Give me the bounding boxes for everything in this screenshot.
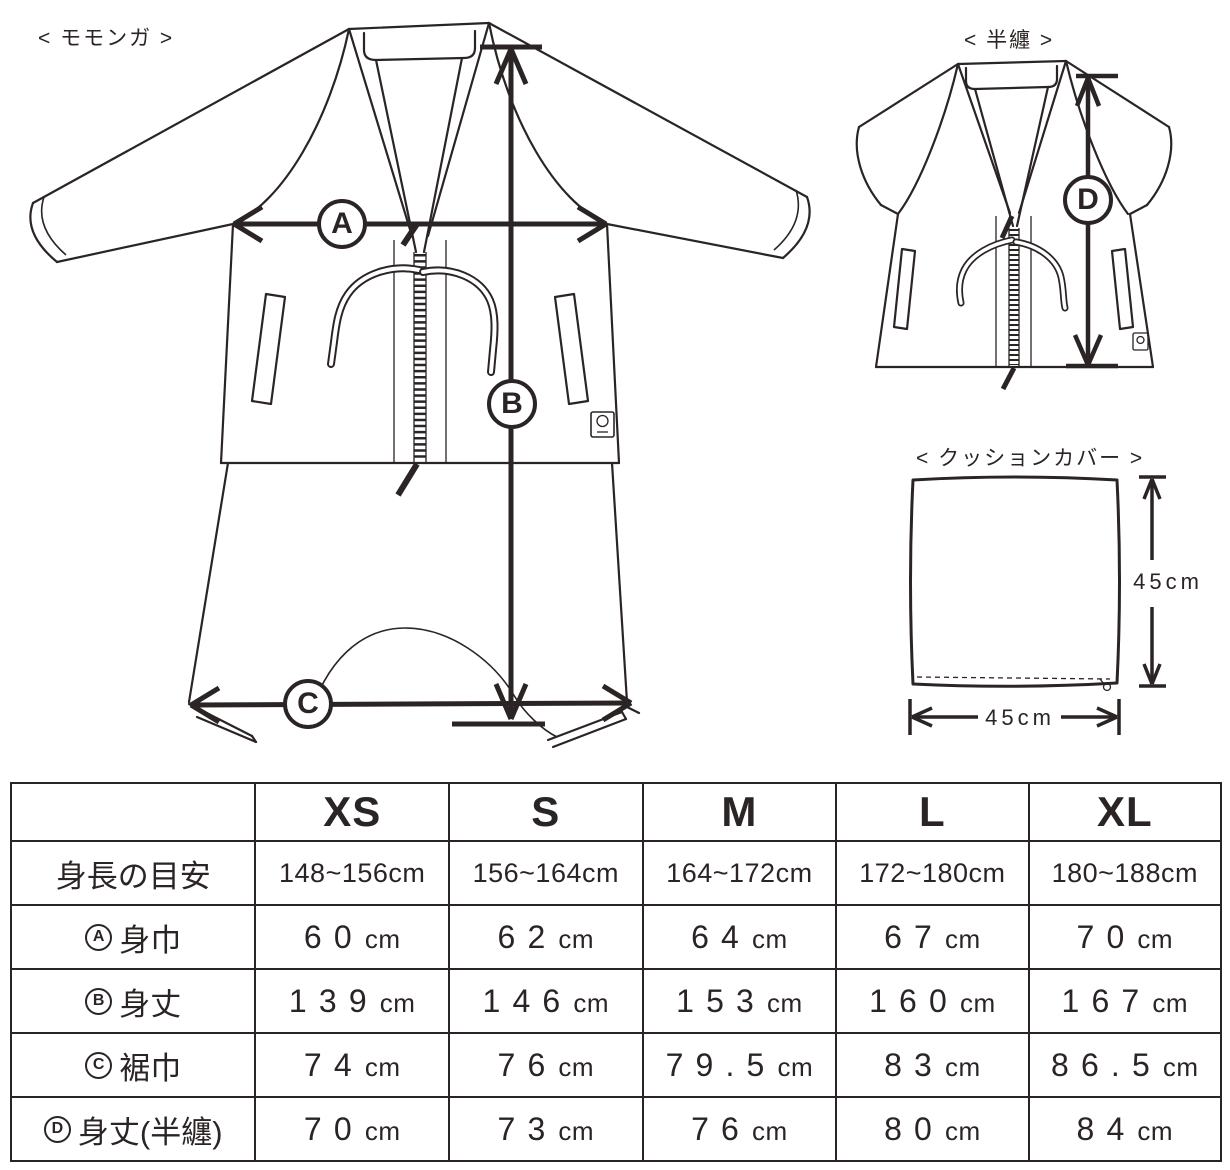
row-label-body-length: B 身丈 (9, 968, 257, 1034)
body-width-s: 62cm (448, 904, 644, 970)
body-length-m: 153cm (641, 968, 838, 1034)
cushion-height-arrow (1139, 475, 1166, 688)
column-header-s: S (448, 782, 644, 842)
body-length-l: 160cm (835, 968, 1030, 1034)
hanten-length-xs: 70cm (254, 1096, 450, 1162)
body-width-m: 64cm (641, 904, 838, 970)
hem-width-row: C 裾巾 74cm 76cm 79.5cm 83cm 86.5cm (9, 1032, 1223, 1098)
cushion-zipper-pull (1099, 678, 1112, 692)
body-length-xs: 139cm (254, 968, 450, 1034)
row-marker: A (85, 923, 113, 951)
body-width-xl: 70cm (1027, 904, 1223, 970)
hem-arrow-c (189, 683, 633, 725)
momonga-sleeves (29, 21, 811, 264)
column-header-xl: XL (1027, 782, 1223, 842)
size-table-corner-cell (9, 782, 257, 842)
hanten-drawing (855, 59, 1173, 391)
hem-width-l: 83cm (835, 1032, 1030, 1098)
momonga-drawing (29, 21, 811, 749)
cushion-zipper-seam (916, 676, 1111, 680)
hem-width-m: 79.5cm (641, 1032, 838, 1098)
row-label-text: 身長の目安 (55, 858, 211, 894)
column-header-l: L (835, 782, 1030, 842)
hanten-drawstring (955, 236, 1069, 312)
size-table: XS S M L XL 身長の目安 148~156cm 156~164cm 16… (9, 782, 1223, 1162)
row-label-hem-width: C 裾巾 (9, 1032, 257, 1098)
marker-a-circle: A (317, 199, 367, 249)
column-header-m: M (641, 782, 838, 842)
row-marker: B (85, 987, 113, 1015)
height-xs: 148~156cm (254, 840, 450, 906)
momonga-section-label: < モモンガ > (38, 27, 175, 50)
hem-width-s: 76cm (448, 1032, 644, 1098)
marker-d-circle: D (1063, 175, 1113, 225)
cushion-drawing (908, 475, 1166, 735)
garment-diagrams (29, 21, 1173, 749)
row-label-text: 身丈 (119, 986, 182, 1022)
hanten-collar (896, 59, 1130, 228)
hanten-logo-patch (1132, 332, 1149, 351)
cushion-width-arrow (908, 699, 1121, 735)
body-width-row: A 身巾 60cm 62cm 64cm 67cm 70cm (9, 904, 1223, 970)
momonga-skirt (187, 461, 641, 749)
hem-width-xs: 74cm (254, 1032, 450, 1098)
body-length-xl: 167cm (1027, 968, 1223, 1034)
width-arrow-a (232, 204, 608, 244)
hanten-length-s: 73cm (448, 1096, 644, 1162)
column-header-xs: XS (254, 782, 450, 842)
row-label-text: 身丈(半纏) (77, 1114, 223, 1150)
cushion-outline (909, 475, 1121, 688)
body-width-l: 67cm (835, 904, 1030, 970)
momonga-drawstring (327, 264, 499, 376)
momonga-zipper (395, 222, 427, 497)
hanten-zipper (999, 214, 1020, 391)
hanten-length-xl: 84cm (1027, 1096, 1223, 1162)
body-length-s: 146cm (448, 968, 644, 1034)
cushion-height-dimension: 45cm (1126, 569, 1210, 595)
row-label-text: 身巾 (119, 922, 182, 958)
hanten-length-row: D 身丈(半纏) 70cm 73cm 76cm 80cm 84cm (9, 1096, 1223, 1162)
momonga-body (219, 222, 621, 465)
cushion-width-dimension: 45cm (979, 705, 1061, 731)
momonga-collar (231, 21, 609, 254)
row-marker: D (43, 1115, 71, 1143)
row-label-height-guide: 身長の目安 (9, 840, 257, 906)
height-xl: 180~188cm (1027, 840, 1223, 906)
height-s: 156~164cm (448, 840, 644, 906)
height-m: 164~172cm (641, 840, 838, 906)
hanten-sleeves (855, 59, 1173, 216)
height-l: 172~180cm (835, 840, 1030, 906)
row-label-body-width: A 身巾 (9, 904, 257, 970)
row-label-text: 裾巾 (119, 1050, 182, 1086)
marker-b-circle: B (487, 379, 537, 429)
hanten-pockets (892, 247, 1135, 331)
cushion-section-label: < クッションカバー > (916, 447, 1145, 470)
height-guide-row: 身長の目安 148~156cm 156~164cm 164~172cm 172~… (9, 840, 1223, 906)
row-label-hanten-length: D 身丈(半纏) (9, 1096, 257, 1162)
marker-c-circle: C (283, 679, 333, 729)
hanten-length-l: 80cm (835, 1096, 1030, 1162)
hanten-section-label: < 半纏 > (964, 29, 1055, 52)
size-table-header-row: XS S M L XL (9, 782, 1223, 842)
body-width-xs: 60cm (254, 904, 450, 970)
momonga-logo-patch (590, 411, 615, 438)
hanten-length-m: 76cm (641, 1096, 838, 1162)
hem-width-xl: 86.5cm (1027, 1032, 1223, 1098)
row-marker: C (85, 1051, 113, 1079)
body-length-row: B 身丈 139cm 146cm 153cm 160cm 167cm (9, 968, 1223, 1034)
momonga-pockets (250, 292, 590, 406)
